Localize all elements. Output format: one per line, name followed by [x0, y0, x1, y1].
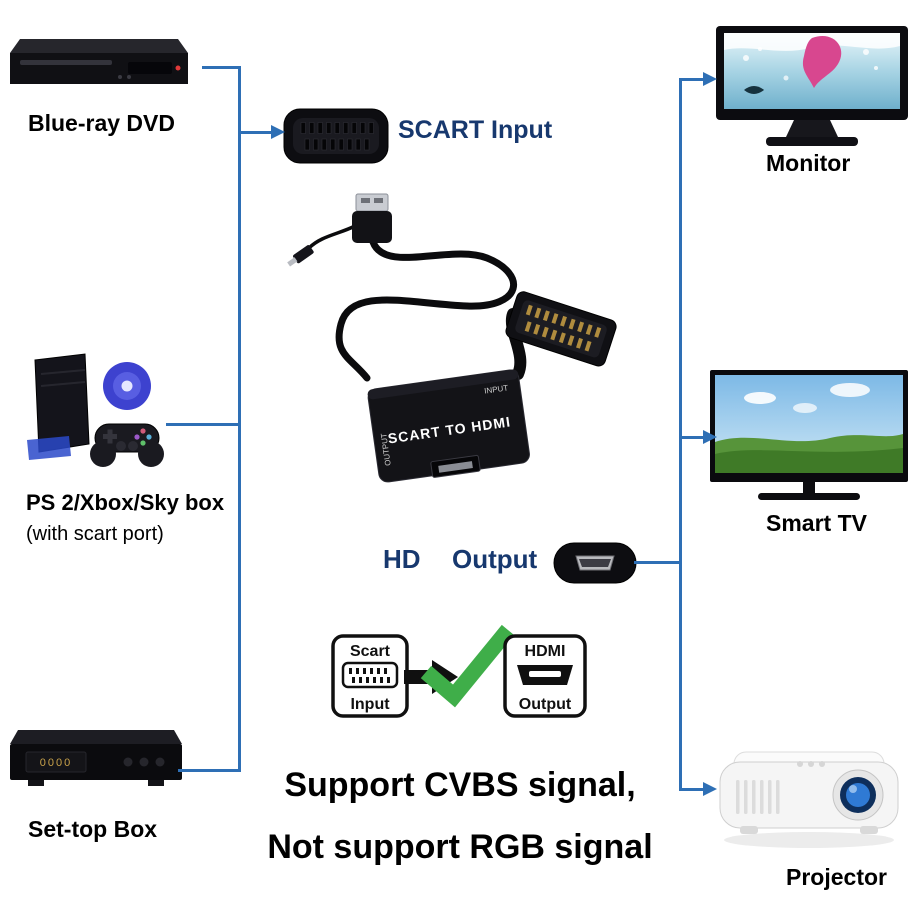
wire-blueray-horizontal — [202, 66, 240, 69]
wire-smarttv-horizontal — [682, 436, 704, 439]
hd-label: HD — [383, 544, 421, 574]
scart-input-badge: Scart Input — [331, 634, 409, 718]
smart-tv-image — [710, 370, 908, 500]
wire-scart-feed — [241, 131, 272, 134]
support-text-line2: Not support RGB signal — [267, 828, 653, 866]
smarttv-label: Smart TV — [766, 510, 867, 536]
scart-plug-icon — [283, 108, 389, 164]
wire-settop-horizontal — [178, 769, 238, 772]
arrowhead-projector — [703, 782, 717, 796]
hdmi-badge-bottom-text: Output — [519, 696, 572, 713]
wire-monitor-horizontal — [682, 78, 704, 81]
wire-right-vertical — [679, 78, 682, 791]
arrowhead-smarttv — [703, 430, 717, 444]
arrowhead-scart-input — [271, 125, 285, 139]
wire-projector-horizontal — [682, 788, 704, 791]
converter-cable-image: SCART TO HDMI OUTPUT INPUT — [287, 193, 617, 483]
settop-box-image: 0000 — [10, 730, 182, 786]
arrowhead-monitor — [703, 72, 717, 86]
projector-label: Projector — [786, 864, 887, 890]
usb-plug-icon — [355, 193, 389, 212]
blueray-dvd-image — [10, 39, 188, 84]
monitor-label: Monitor — [766, 150, 851, 176]
scart-badge-bottom-text: Input — [350, 696, 390, 713]
scart-input-label: SCART Input — [398, 116, 553, 144]
console-sublabel: (with scart port) — [26, 523, 164, 545]
monitor-image — [716, 26, 908, 146]
support-text-line1: Support CVBS signal, — [284, 766, 636, 804]
wire-console-horizontal — [166, 423, 238, 426]
scart-badge-top-text: Scart — [350, 643, 391, 660]
wire-left-vertical — [238, 66, 241, 772]
converter-box-image: SCART TO HDMI OUTPUT INPUT — [367, 369, 530, 483]
hd-output-label: Output — [452, 544, 538, 574]
scart-connector-image — [505, 291, 617, 367]
console-label: PS 2/Xbox/Sky box — [26, 490, 225, 515]
game-console-image — [27, 353, 164, 467]
wire-hdmi-feed — [634, 561, 679, 564]
settop-display-text: 0000 — [40, 757, 72, 769]
hdmi-plug-icon — [553, 542, 637, 584]
mini-plug-icon — [287, 245, 314, 267]
settop-label: Set-top Box — [28, 816, 158, 842]
hdmi-badge-top-text: HDMI — [525, 643, 566, 660]
projector-image — [719, 751, 899, 848]
checkmark-icon — [420, 624, 515, 708]
hdmi-output-badge: HDMI Output — [503, 634, 587, 718]
converter-input-text: INPUT — [484, 383, 509, 395]
blueray-label: Blue-ray DVD — [28, 110, 175, 136]
